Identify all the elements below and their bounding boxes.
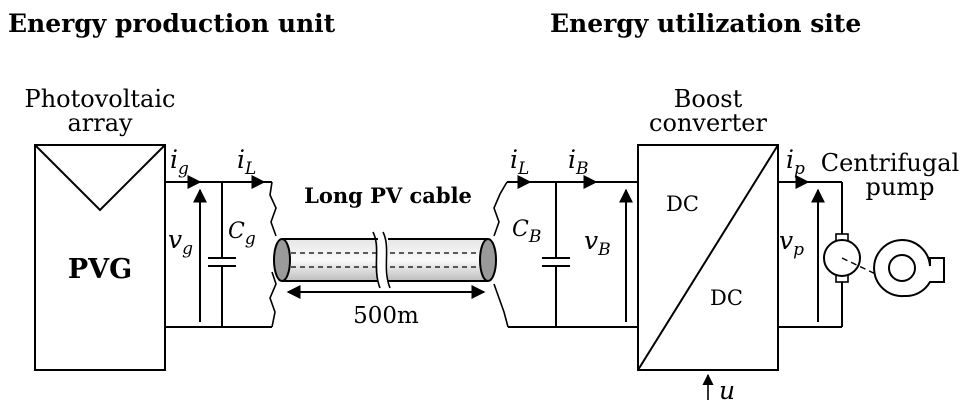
cable-length-label: 500m (353, 303, 419, 329)
pv-cable (273, 231, 497, 289)
symbol-il-right: iL (510, 145, 529, 179)
cable-label: Long PV cable (304, 183, 472, 208)
symbol-ip: ip (786, 145, 805, 179)
dc-top-label: DC (666, 192, 699, 216)
symbol-ig: ig (170, 145, 189, 179)
boost-label-line2: converter (649, 109, 767, 137)
capacitor-cg (208, 182, 236, 327)
symbol-cg: Cg (228, 219, 256, 249)
dc-motor (823, 233, 885, 283)
right-wiring (493, 175, 638, 328)
pvg-label: PVG (68, 254, 132, 285)
pump-label-line1: Centrifugal (821, 149, 960, 177)
symbol-vg: vg (168, 225, 193, 259)
heading-utilization: Energy utilization site (550, 9, 861, 38)
output-wiring (778, 175, 843, 328)
symbol-il-left: iL (237, 145, 256, 179)
symbol-u: u (719, 376, 735, 404)
pv-generator-block (34, 144, 166, 371)
boost-converter-block (637, 144, 779, 371)
centrifugal-pump (873, 239, 945, 298)
symbol-ib: iB (568, 145, 589, 179)
capacitor-cb (542, 182, 570, 327)
symbol-vp: vp (779, 226, 804, 260)
pump-label-line2: pump (866, 173, 935, 201)
pv-array-label-line2: array (67, 109, 133, 137)
left-wiring (165, 175, 277, 328)
boost-label-line1: Boost (674, 85, 743, 113)
dc-bottom-label: DC (710, 286, 743, 310)
pv-array-label-line1: Photovoltaic (25, 85, 176, 113)
symbol-cb: CB (512, 217, 541, 247)
symbol-vb: vB (584, 226, 611, 260)
heading-production: Energy production unit (8, 9, 336, 38)
